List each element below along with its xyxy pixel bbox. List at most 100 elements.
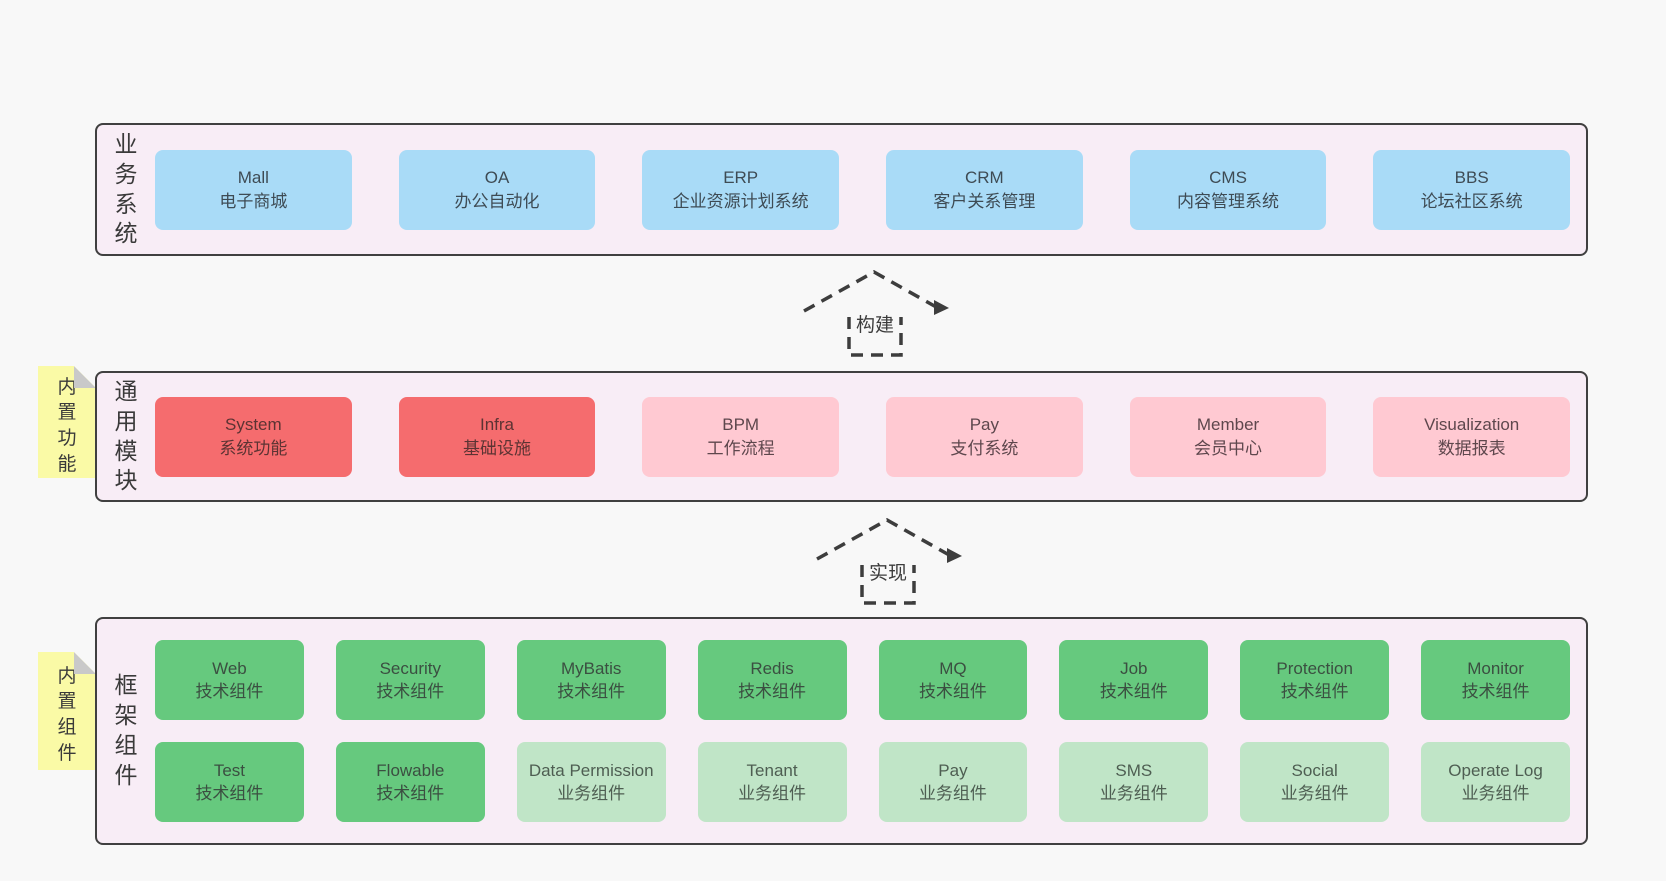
box-title: OA: [484, 168, 510, 188]
box-title: MQ: [939, 658, 967, 678]
layer-label-business-systems: 业务系统: [97, 130, 155, 250]
box-title: Operate Log: [1448, 760, 1543, 780]
box-subtitle: 技术组件: [738, 682, 807, 701]
vertical-label-char: 框: [114, 672, 138, 699]
vertical-label-char: 模: [114, 437, 138, 464]
folded-corner-icon: [74, 366, 96, 388]
arrow-build-label: 构建: [852, 310, 898, 337]
box-data-permission: Data Permission 业务组件: [516, 742, 666, 822]
box-redis: Redis 技术组件: [697, 640, 847, 720]
box-visualization: Visualization 数据报表: [1373, 396, 1571, 477]
box-subtitle: 业务组件: [1461, 784, 1530, 803]
arrow-implement: 实现: [813, 512, 963, 607]
box-member: Member 会员中心: [1129, 396, 1327, 477]
box-title: ERP: [723, 168, 759, 188]
vertical-label-char: 功: [57, 428, 77, 449]
vertical-label-char: 组: [57, 717, 77, 738]
vertical-label-char: 件: [57, 742, 77, 764]
vertical-label-char: 用: [114, 407, 138, 434]
box-title: Mall: [237, 168, 269, 188]
vertical-label-char: 务: [114, 160, 138, 187]
vertical-label-char: 件: [114, 761, 138, 788]
box-title: System: [224, 415, 282, 435]
vertical-label-char: 统: [114, 220, 138, 247]
box-subtitle: 系统功能: [219, 438, 288, 458]
box-title: Visualization: [1424, 415, 1520, 435]
box-monitor: Monitor 技术组件: [1421, 640, 1570, 720]
vertical-label-char: 能: [57, 453, 77, 475]
box-subtitle: 业务组件: [918, 784, 987, 803]
box-title: BPM: [722, 415, 760, 435]
box-subtitle: 客户关系管理: [933, 191, 1036, 211]
vertical-label-char: 块: [114, 467, 138, 494]
box-subtitle: 技术组件: [918, 682, 987, 701]
box-subtitle: 技术组件: [376, 784, 445, 803]
box-mq: MQ 技术组件: [878, 640, 1028, 720]
box-subtitle: 支付系统: [950, 438, 1019, 458]
box-system: System 系统功能: [155, 396, 352, 477]
box-title: SMS: [1115, 760, 1153, 780]
box-title: Flowable: [376, 760, 445, 780]
box-title: CRM: [964, 168, 1004, 188]
box-subtitle: 技术组件: [195, 682, 264, 701]
box-title: Tenant: [746, 760, 798, 780]
box-subtitle: 业务组件: [557, 784, 626, 803]
box-title: Redis: [750, 658, 794, 678]
vertical-label-char: 通: [114, 377, 138, 404]
box-subtitle: 业务组件: [1280, 784, 1349, 803]
tag-built-in-features-label: 内置功能: [57, 367, 76, 478]
box-title: Data Permission: [528, 760, 654, 780]
vertical-label-char: 内: [57, 665, 77, 687]
tag-built-in-components-label: 内置组件: [57, 656, 76, 767]
vertical-label-char: 组: [114, 732, 138, 758]
vertical-label-char: 业: [114, 130, 138, 157]
box-title: Pay: [938, 760, 968, 780]
box-social: Social 业务组件: [1240, 742, 1390, 822]
box-subtitle: 技术组件: [1461, 682, 1530, 701]
arrow-implement-label: 实现: [865, 558, 911, 585]
box-bpm: BPM 工作流程: [642, 396, 840, 477]
box-subtitle: 数据报表: [1437, 438, 1506, 458]
box-title: Protection: [1276, 658, 1353, 678]
tag-built-in-components: 内置组件: [38, 652, 96, 770]
box-title: Member: [1196, 415, 1260, 435]
box-title: BBS: [1454, 168, 1489, 188]
vertical-label-char: 内: [57, 376, 77, 398]
box-cms: CMS 内容管理系统: [1129, 149, 1327, 230]
vertical-label-char: 系: [114, 190, 138, 217]
box-subtitle: 工作流程: [706, 438, 775, 458]
box-title: Monitor: [1467, 658, 1524, 678]
box-title: Social: [1291, 760, 1338, 780]
box-subtitle: 基础设施: [463, 438, 531, 458]
box-subtitle: 技术组件: [557, 682, 626, 701]
layer-label-common-modules: 通用模块: [97, 377, 155, 497]
tag-built-in-features: 内置功能: [38, 366, 96, 478]
box-subtitle: 会员中心: [1194, 438, 1263, 458]
box-subtitle: 内容管理系统: [1177, 191, 1280, 211]
arrow-build: 构建: [800, 264, 950, 359]
box-subtitle: 办公自动化: [454, 191, 540, 211]
box-title: CMS: [1209, 168, 1247, 188]
box-title: MyBatis: [560, 658, 622, 678]
box-title: Infra: [479, 415, 515, 435]
folded-corner-icon: [74, 652, 96, 674]
vertical-label-char: 架: [114, 702, 138, 729]
box-crm: CRM 客户关系管理: [886, 149, 1083, 230]
box-title: Security: [379, 658, 442, 678]
